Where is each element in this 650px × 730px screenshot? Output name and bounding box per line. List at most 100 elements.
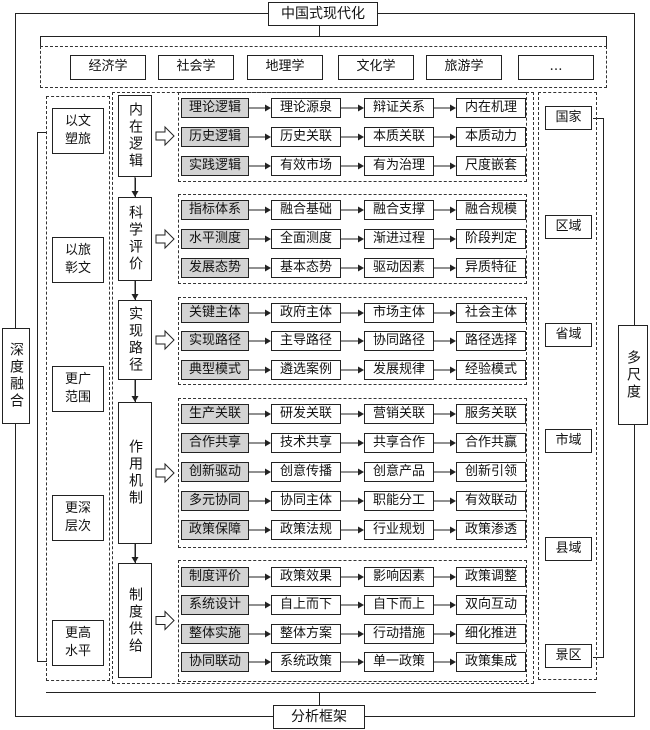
- row-label: 系统设计: [181, 595, 249, 615]
- right-column-frame: [538, 92, 597, 680]
- row-label: 理论逻辑: [181, 98, 249, 118]
- row-item: 本质动力: [456, 127, 526, 147]
- row-item: 服务关联: [456, 404, 526, 424]
- discipline-box: 旅游学: [426, 55, 502, 80]
- right-column-item: 省域: [545, 323, 592, 347]
- section-title: 制度供给: [118, 563, 152, 678]
- row-item: 遴选案例: [271, 360, 341, 380]
- row-item: 单一政策: [364, 652, 434, 672]
- discipline-box: 地理学: [247, 55, 323, 80]
- row-label: 历史逻辑: [181, 127, 249, 147]
- right-bracket-vertical: [603, 118, 604, 658]
- discipline-box: 文化学: [338, 55, 414, 80]
- row-item: 内在机理: [456, 98, 526, 118]
- left-column-item: 更深层次: [52, 495, 104, 541]
- row-item: 协同路径: [364, 331, 434, 351]
- discipline-box: …: [518, 55, 594, 80]
- row-item: 渐进过程: [364, 229, 434, 249]
- row-item: 自下而上: [364, 595, 434, 615]
- left-column-item: 更高水平: [52, 620, 104, 666]
- row-item: 阶段判定: [456, 229, 526, 249]
- row-label: 生产关联: [181, 404, 249, 424]
- row-item: 异质特征: [456, 258, 526, 278]
- right-bracket-bottom: [593, 657, 604, 658]
- row-item: 本质关联: [364, 127, 434, 147]
- row-item: 职能分工: [364, 491, 434, 511]
- discipline-box: 社会学: [158, 55, 234, 80]
- row-item: 技术共享: [271, 433, 341, 453]
- row-item: 路径选择: [456, 331, 526, 351]
- row-item: 驱动因素: [364, 258, 434, 278]
- discipline-box: 经济学: [70, 55, 146, 80]
- bottom-title-left-line: [15, 716, 273, 717]
- right-bracket-top: [593, 118, 604, 119]
- row-label: 典型模式: [181, 360, 249, 380]
- row-item: 合作共赢: [456, 433, 526, 453]
- row-label: 多元协同: [181, 491, 249, 511]
- row-item: 政策集成: [456, 652, 526, 672]
- section-title: 内在逻辑: [118, 95, 152, 177]
- row-item: 政策渗透: [456, 520, 526, 540]
- row-item: 政策调整: [456, 567, 526, 587]
- left-column-item: 以文塑旅: [52, 108, 104, 154]
- row-label: 创新驱动: [181, 462, 249, 482]
- row-item: 有效市场: [271, 156, 341, 176]
- bottom-stem: [319, 692, 320, 706]
- row-item: 细化推进: [456, 624, 526, 644]
- row-label: 实践逻辑: [181, 156, 249, 176]
- row-item: 研发关联: [271, 404, 341, 424]
- top-branch-left: [40, 36, 41, 46]
- right-side-label: 多尺度: [618, 325, 648, 425]
- left-bracket-top: [37, 132, 47, 133]
- row-item: 整体方案: [271, 624, 341, 644]
- row-label: 发展态势: [181, 258, 249, 278]
- row-item: 经验模式: [456, 360, 526, 380]
- bottom-title-right-line: [365, 716, 635, 717]
- top-title-stem: [319, 26, 320, 36]
- row-item: 营销关联: [364, 404, 434, 424]
- top-title-left-line: [15, 13, 268, 14]
- section-frame: [178, 194, 527, 284]
- row-item: 自上而下: [271, 595, 341, 615]
- row-label: 整体实施: [181, 624, 249, 644]
- section-title: 科学评价: [118, 197, 152, 281]
- row-item: 创新引领: [456, 462, 526, 482]
- row-label: 协同联动: [181, 652, 249, 672]
- left-bracket-vertical: [37, 132, 38, 662]
- section-frame: [178, 92, 527, 182]
- row-item: 市场主体: [364, 303, 434, 323]
- row-item: 社会主体: [456, 303, 526, 323]
- row-item: 主导路径: [271, 331, 341, 351]
- right-column-item: 市域: [545, 429, 592, 453]
- row-item: 融合基础: [271, 200, 341, 220]
- right-column-item: 景区: [545, 644, 592, 668]
- row-item: 行业规划: [364, 520, 434, 540]
- row-item: 影响因素: [364, 567, 434, 587]
- top-branch-right: [606, 36, 607, 46]
- section-title: 作用机制: [118, 402, 152, 544]
- section-frame: [178, 297, 527, 385]
- row-label: 水平测度: [181, 229, 249, 249]
- row-item: 历史关联: [271, 127, 341, 147]
- row-item: 创意产品: [364, 462, 434, 482]
- section-title: 实现路径: [118, 300, 152, 380]
- row-item: 全面测度: [271, 229, 341, 249]
- row-item: 政府主体: [271, 303, 341, 323]
- right-column-item: 县域: [545, 537, 592, 561]
- top-branch-line: [40, 36, 607, 37]
- row-item: 基本态势: [271, 258, 341, 278]
- row-item: 双向互动: [456, 595, 526, 615]
- row-item: 融合规模: [456, 200, 526, 220]
- row-item: 创意传播: [271, 462, 341, 482]
- row-item: 理论源泉: [271, 98, 341, 118]
- row-label: 政策保障: [181, 520, 249, 540]
- row-label: 制度评价: [181, 567, 249, 587]
- top-title: 中国式现代化: [268, 2, 378, 26]
- left-column-item: 更广范围: [52, 366, 104, 412]
- left-column-item: 以旅彰文: [52, 237, 104, 283]
- row-label: 指标体系: [181, 200, 249, 220]
- bottom-branch-line: [46, 692, 596, 693]
- row-item: 辩证关系: [364, 98, 434, 118]
- row-label: 合作共享: [181, 433, 249, 453]
- disciplines-frame: [40, 46, 607, 88]
